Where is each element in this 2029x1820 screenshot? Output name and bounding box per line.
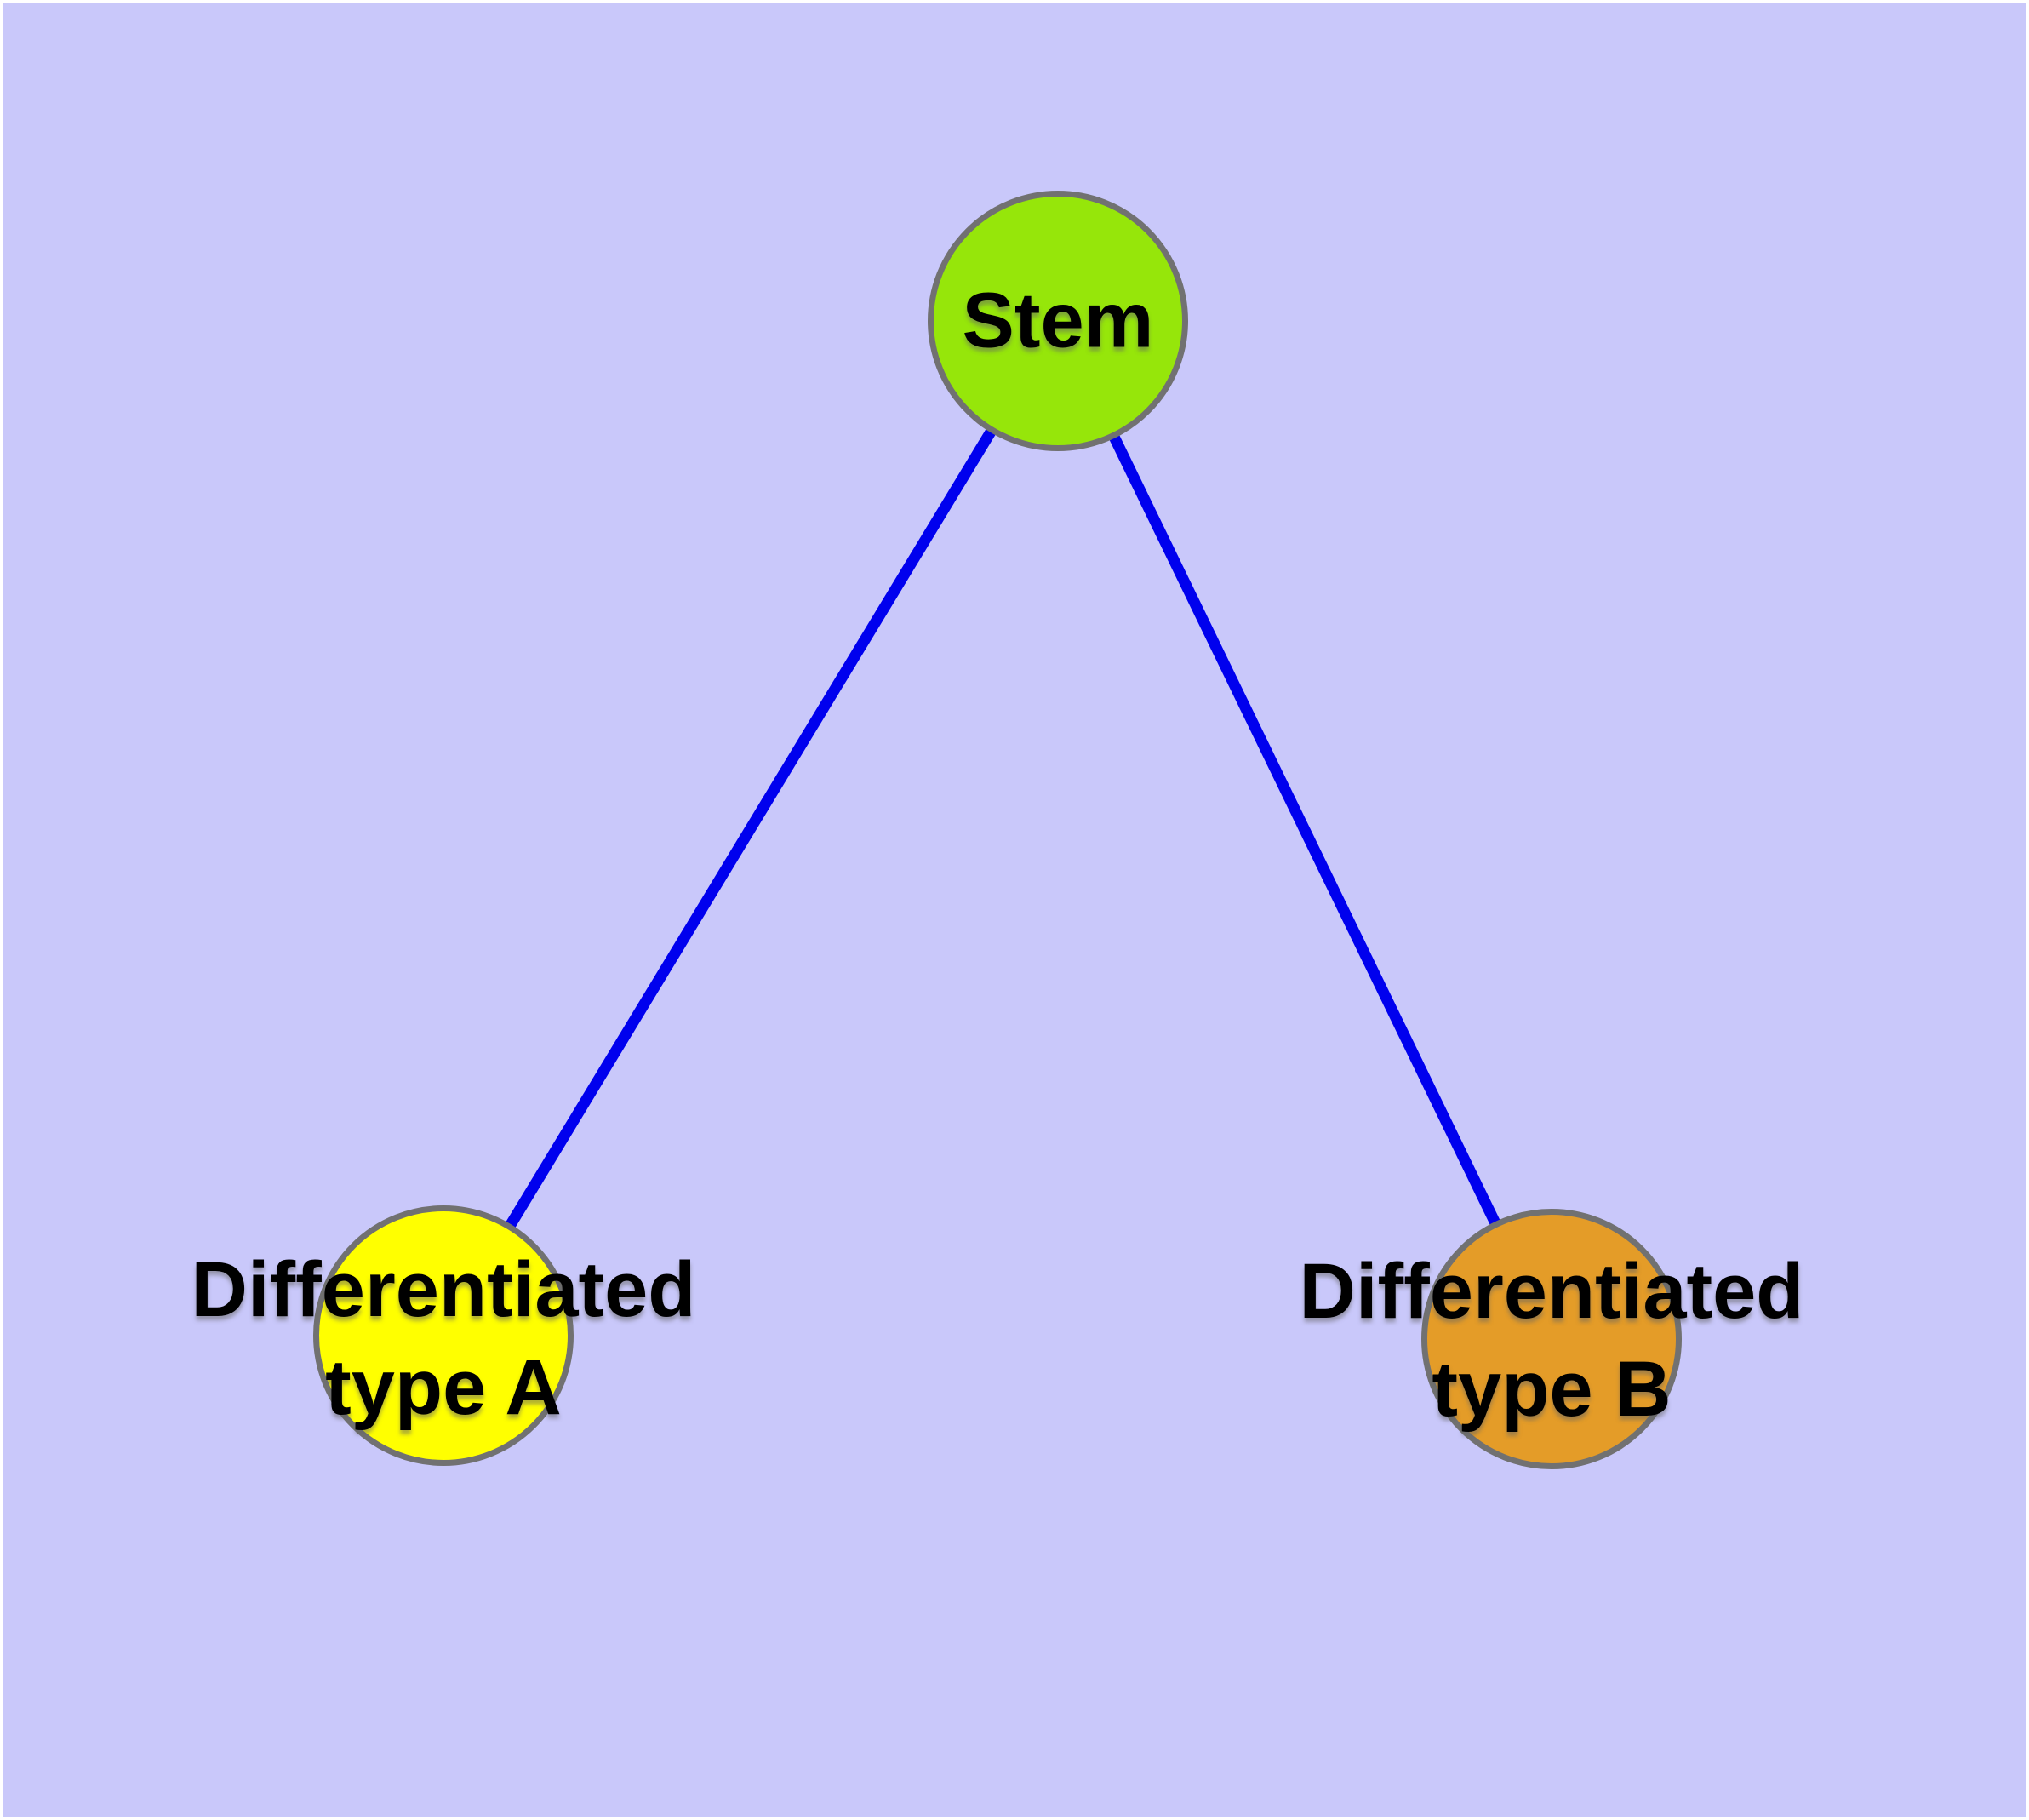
node-type-a-label-line1: Differentiated bbox=[191, 1246, 696, 1333]
node-type-a-label: Differentiated type A bbox=[191, 1241, 696, 1437]
node-stem-circle bbox=[928, 191, 1188, 451]
edge-stem-to-type-b bbox=[1053, 318, 1557, 1342]
node-type-b-label-line2: type B bbox=[1432, 1346, 1672, 1433]
node-type-b-label: Differentiated type B bbox=[1300, 1243, 1804, 1439]
node-type-a-label-line2: type A bbox=[325, 1344, 562, 1431]
node-stem-label-line1: Stem bbox=[962, 277, 1154, 364]
edge-layer bbox=[438, 318, 1557, 1342]
node-stem-label: Stem bbox=[963, 272, 1154, 370]
node-type-a-circle bbox=[313, 1205, 574, 1466]
node-type-b-label-line1: Differentiated bbox=[1299, 1248, 1804, 1335]
node-type-b-circle bbox=[1421, 1209, 1682, 1469]
edge-stem-to-type-a bbox=[438, 318, 1063, 1339]
